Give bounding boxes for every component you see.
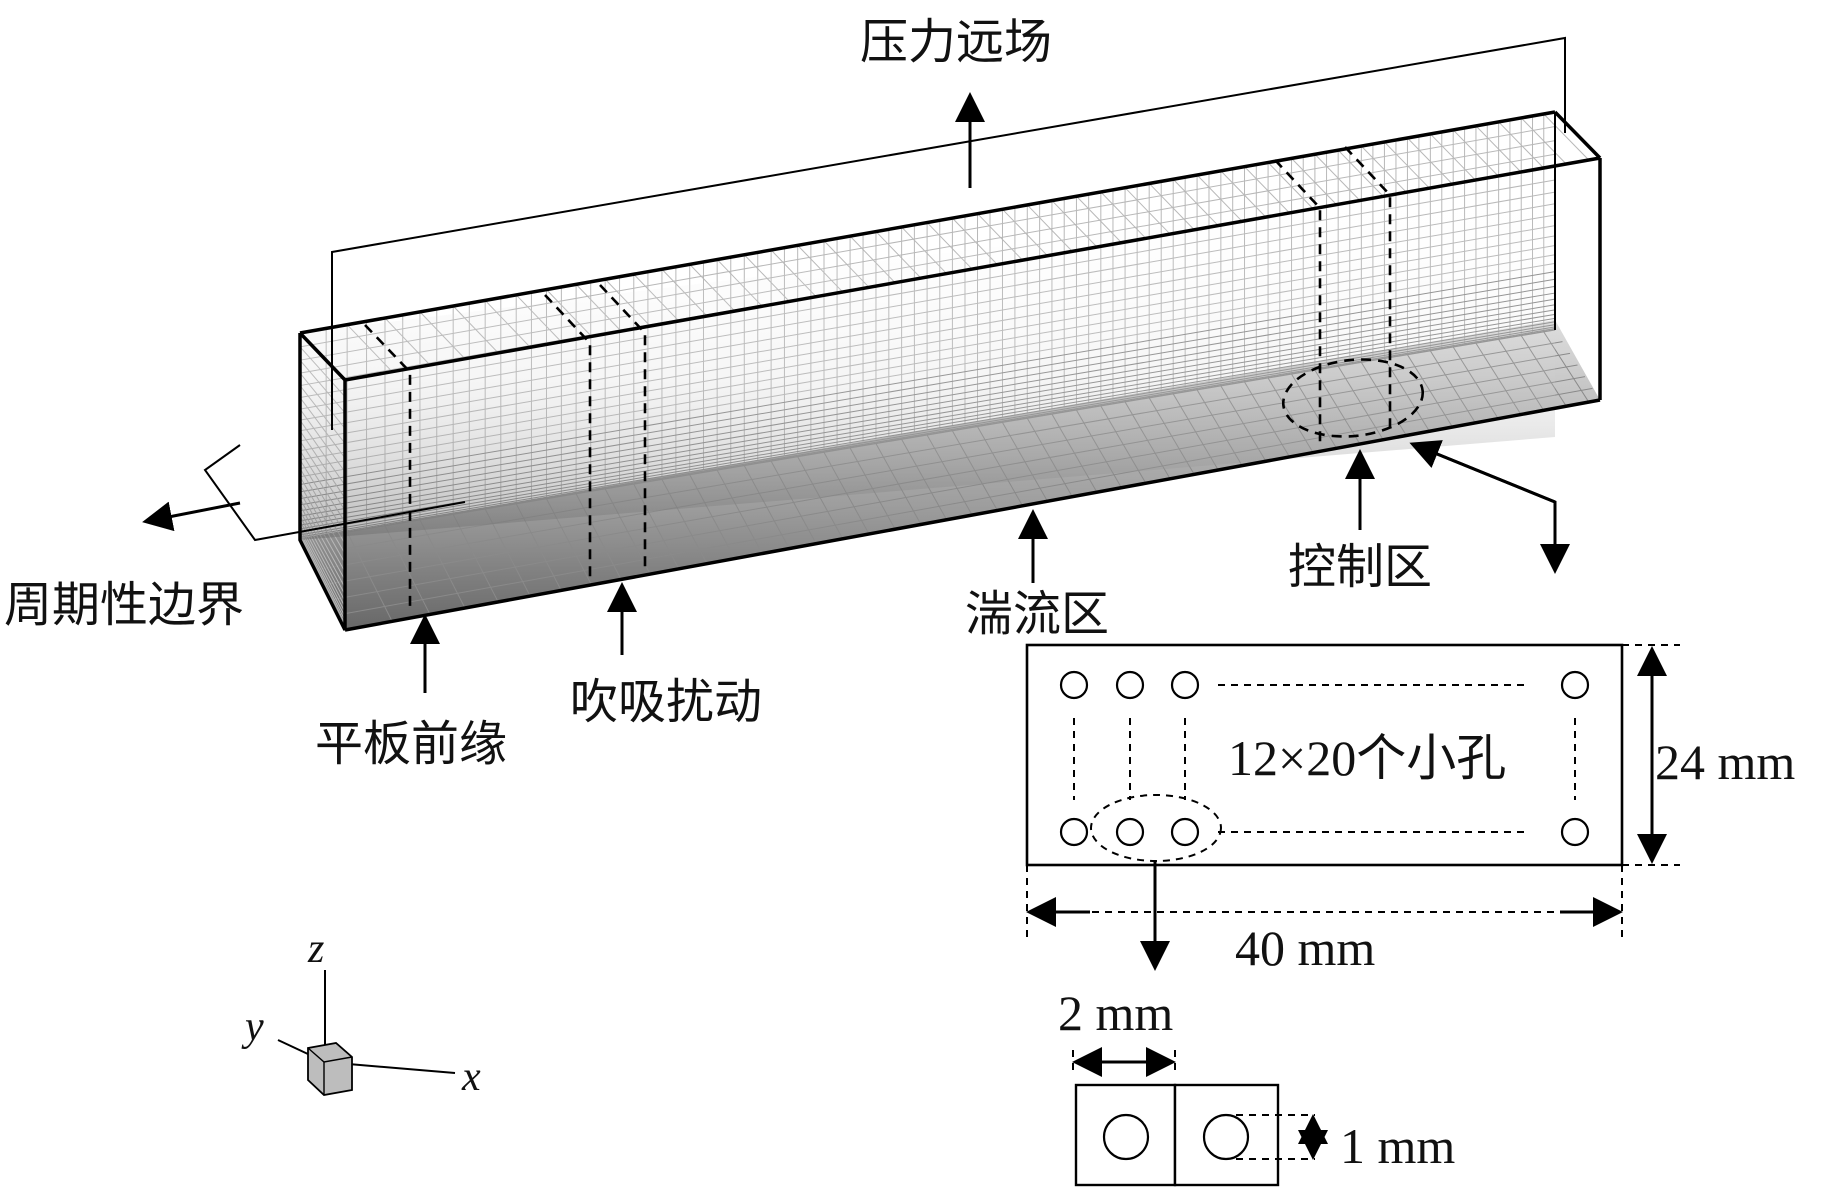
hole: [1170, 817, 1200, 847]
hole-array-label: 12×20个小孔: [1228, 730, 1506, 786]
mesh-line: [1520, 117, 1567, 165]
mesh-line: [1498, 121, 1544, 169]
mesh-line: [1337, 149, 1384, 197]
control-region-ellipse: [1281, 358, 1425, 438]
mesh-line: [1148, 183, 1195, 231]
plate-leading-edge-label: 平板前缘: [315, 716, 507, 772]
hole-zoom-detail: 2 mm 1 mm: [1058, 985, 1455, 1187]
hole: [1115, 817, 1145, 847]
mesh-line: [299, 531, 346, 621]
x-axis-label: x: [461, 1054, 481, 1100]
mesh-line: [1124, 187, 1171, 235]
periodic-boundary-plane: [142, 444, 466, 542]
hole-plate-detail: 12×20个小孔 24 mm 40 mm: [1025, 643, 1795, 976]
hole: [1102, 1113, 1150, 1161]
mesh-line: [1244, 166, 1290, 214]
hole: [1170, 670, 1200, 700]
mesh-line: [1430, 133, 1476, 181]
far-field-bracket: [331, 36, 1566, 430]
axis-cube: [307, 1042, 353, 1096]
mesh-line: [1172, 178, 1219, 226]
turbulent-region-label: 湍流区: [965, 586, 1109, 642]
mesh-line: [1291, 158, 1337, 205]
coordinate-axes: z y x: [241, 926, 481, 1100]
mesh-line: [299, 534, 346, 625]
hole: [1560, 817, 1590, 847]
mesh-line: [1407, 137, 1453, 185]
length-dim-label: 40 mm: [1235, 920, 1375, 976]
hole: [1202, 1113, 1250, 1161]
hole-dim-label: 1 mm: [1340, 1118, 1455, 1174]
label-arrows: [410, 440, 1570, 693]
hole: [1059, 817, 1089, 847]
mesh-line: [1543, 113, 1590, 161]
mesh-line: [1220, 170, 1267, 218]
y-axis-label: y: [241, 1004, 264, 1050]
mesh-line: [1475, 125, 1522, 173]
mesh-line: [1384, 141, 1430, 189]
mesh-line: [299, 524, 346, 613]
mesh-domain: [142, 36, 1602, 632]
hole: [1115, 670, 1145, 700]
mesh-line: [1452, 129, 1499, 177]
periodic-boundary-label: 周期性边界: [4, 577, 244, 633]
hole: [1560, 670, 1590, 700]
height-dim-label: 24 mm: [1655, 734, 1795, 790]
mesh-line: [1314, 153, 1361, 201]
control-region-label: 控制区: [1288, 539, 1432, 595]
mesh-line: [1360, 145, 1407, 193]
pressure-far-field-label: 压力远场: [860, 14, 1052, 70]
blowing-suction-label: 吹吸扰动: [570, 674, 762, 730]
mesh-line: [1267, 162, 1314, 210]
hole: [1059, 670, 1089, 700]
z-axis-label: z: [307, 926, 324, 972]
mesh-line: [1196, 174, 1243, 222]
mesh-line: [299, 528, 346, 617]
spacing-dim-label: 2 mm: [1058, 985, 1173, 1041]
zoom-ellipse: [1090, 794, 1222, 862]
